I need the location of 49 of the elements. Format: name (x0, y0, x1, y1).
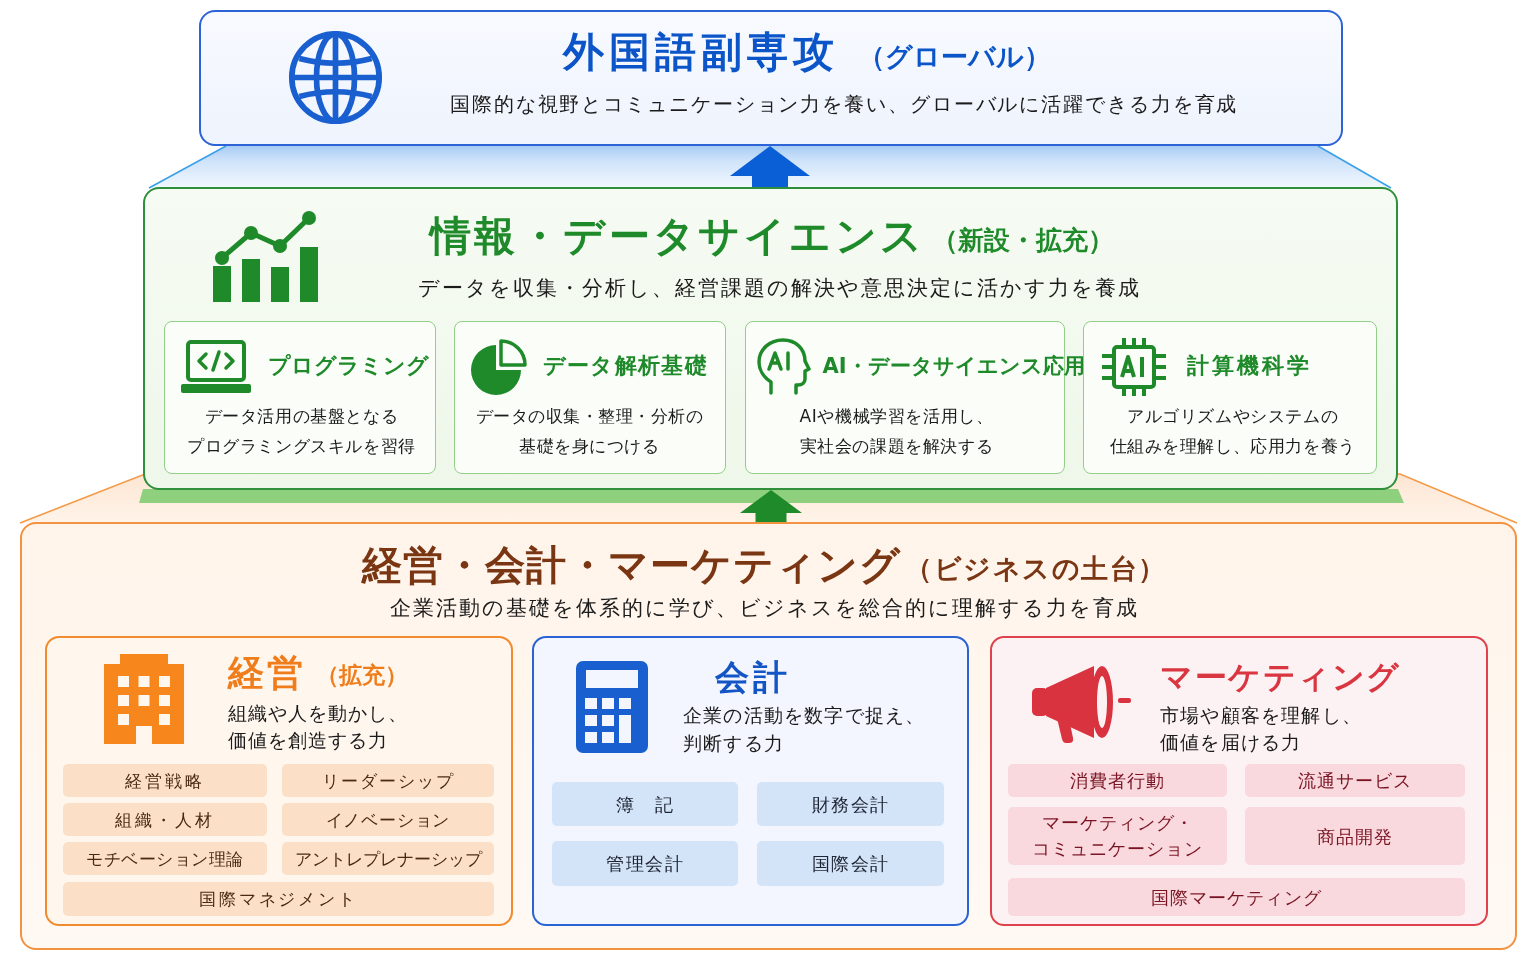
title-note: （拡充） (316, 660, 408, 690)
topic-tag: 財務会計 (757, 782, 944, 826)
title-note: （ビジネスの土台） (905, 552, 1167, 586)
course-card (1083, 321, 1377, 474)
field-card (45, 636, 513, 926)
card-title: 計算機科学 (1186, 351, 1312, 380)
title-note: （グローバル） (858, 40, 1051, 74)
panel-description: 国際的な視野とコミュニケーション力を養い、グローバルに活躍できる力を育成 (450, 91, 1239, 117)
topic-tag: 管理会計 (552, 841, 738, 886)
field-card (532, 636, 969, 926)
panel-title: 経営・会計・マーケティング (362, 541, 901, 590)
card-description: 市場や顧客を理解し、価値を届ける力 (1160, 703, 1362, 755)
course-card (454, 321, 726, 474)
panel-title: 情報・データサイエンス (430, 210, 926, 262)
card-description: 企業の活動を数字で捉え、判断する力 (683, 703, 926, 756)
panel-title: 外国語副専攻 (563, 26, 839, 78)
topic-tag: 国際会計 (757, 841, 944, 886)
topic-tag: 流通サービス (1245, 764, 1465, 797)
topic-tag: 国際マネジメント (63, 882, 494, 916)
card-description: AIや機械学習を活用し、実社会の課題を解決する (799, 404, 994, 458)
topic-tag: 消費者行動 (1008, 764, 1227, 797)
card-title: プログラミング (267, 351, 429, 380)
topic-tag: 経営戦略 (63, 764, 267, 797)
topic-tag: 組織・人材 (63, 803, 267, 836)
topic-tag: 商品開発 (1245, 807, 1465, 865)
card-title: 経営 (228, 650, 306, 695)
topic-tag: 簿 記 (552, 782, 738, 826)
card-title: データ解析基礎 (542, 351, 709, 380)
field-card (990, 636, 1488, 926)
card-title: AI・データサイエンス応用 (822, 352, 1085, 379)
panel-description: データを収集・分析し、経営課題の解決や意思決定に活かす力を養成 (418, 275, 1141, 301)
topic-tag: リーダーシップ (282, 764, 494, 797)
card-description: データ活用の基盤となるプログラミングスキルを習得 (187, 404, 416, 458)
course-card (164, 321, 436, 474)
topic-tag: モチベーション理論 (63, 842, 267, 875)
arrow (740, 490, 802, 522)
topic-tag: イノベーション (282, 803, 494, 836)
card-description: アルゴリズムやシステムの仕組みを理解し、応用力を養う (1109, 404, 1356, 458)
card-title: マーケティング (1160, 657, 1401, 697)
panel-description: 企業活動の基礎を体系的に学び、ビジネスを総合的に理解する力を育成 (390, 595, 1139, 621)
title-note: （新設・拡充） (932, 223, 1114, 257)
card-description: データの収集・整理・分析の基礎を身につける (475, 404, 703, 458)
card-description: 組織や人を動かし、価値を創造する力 (228, 701, 408, 753)
layer-panel (199, 10, 1343, 146)
arrow (730, 146, 810, 187)
topic-tag: 国際マーケティング (1008, 878, 1465, 916)
topic-tag: アントレプレナーシップ (282, 842, 494, 875)
topic-tag: マーケティング・コミュニケーション (1008, 807, 1227, 865)
card-title: 会計 (715, 655, 791, 699)
